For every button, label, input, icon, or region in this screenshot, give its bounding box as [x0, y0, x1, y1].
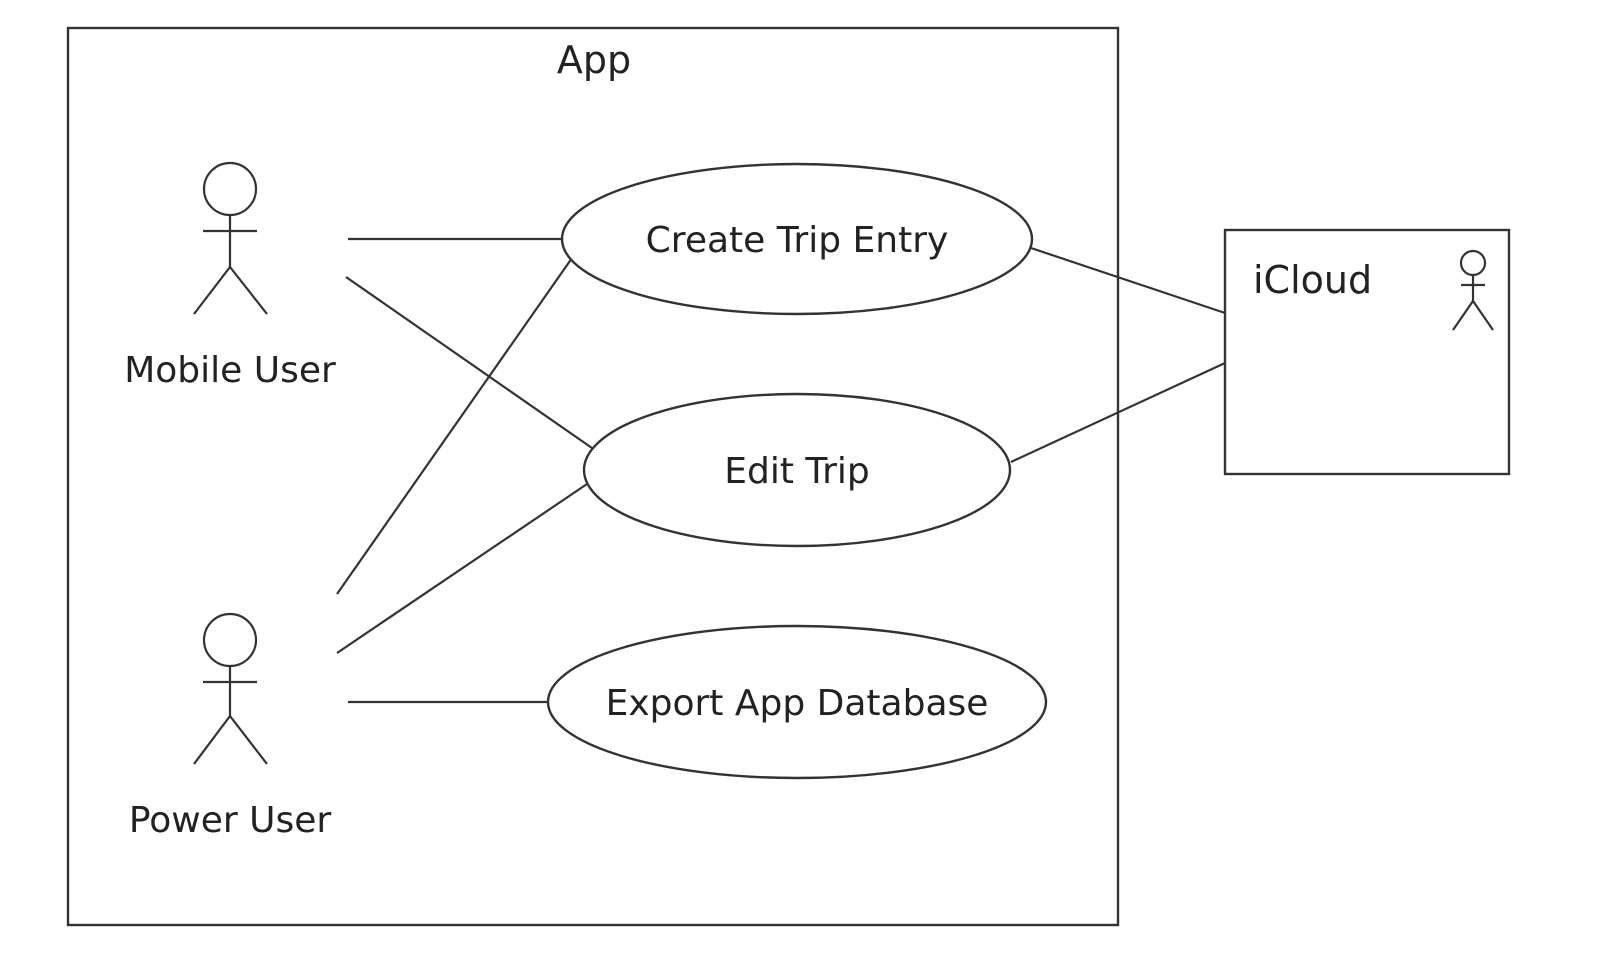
actor-label: iCloud [1253, 258, 1372, 302]
system-title: App [557, 38, 631, 82]
assoc-power-create [336, 257, 573, 595]
actor-mobile-user: Mobile User [124, 161, 336, 391]
assoc-power-edit [336, 483, 588, 654]
use-case-label: Export App Database [606, 683, 989, 724]
use-case-export-app-database: Export App Database [546, 624, 1048, 780]
use-case-create-trip-entry: Create Trip Entry [560, 162, 1034, 316]
icloud-box [1223, 228, 1511, 476]
assoc-edit-icloud [1010, 362, 1226, 463]
use-case-edit-trip: Edit Trip [582, 392, 1012, 548]
actor-icloud: iCloud [1223, 228, 1511, 476]
stick-figure-icon [193, 612, 268, 765]
use-case-label: Create Trip Entry [646, 220, 949, 261]
assoc-create-icloud [1030, 246, 1226, 315]
stick-figure-icon [1452, 249, 1494, 331]
assoc-mobile-edit [345, 276, 593, 449]
stick-figure-icon [193, 161, 268, 315]
use-case-label: Edit Trip [724, 451, 870, 492]
actor-label: Power User [129, 800, 332, 841]
actor-label: Mobile User [124, 350, 336, 391]
actor-power-user: Power User [129, 612, 332, 841]
association-lines [336, 237, 1226, 704]
